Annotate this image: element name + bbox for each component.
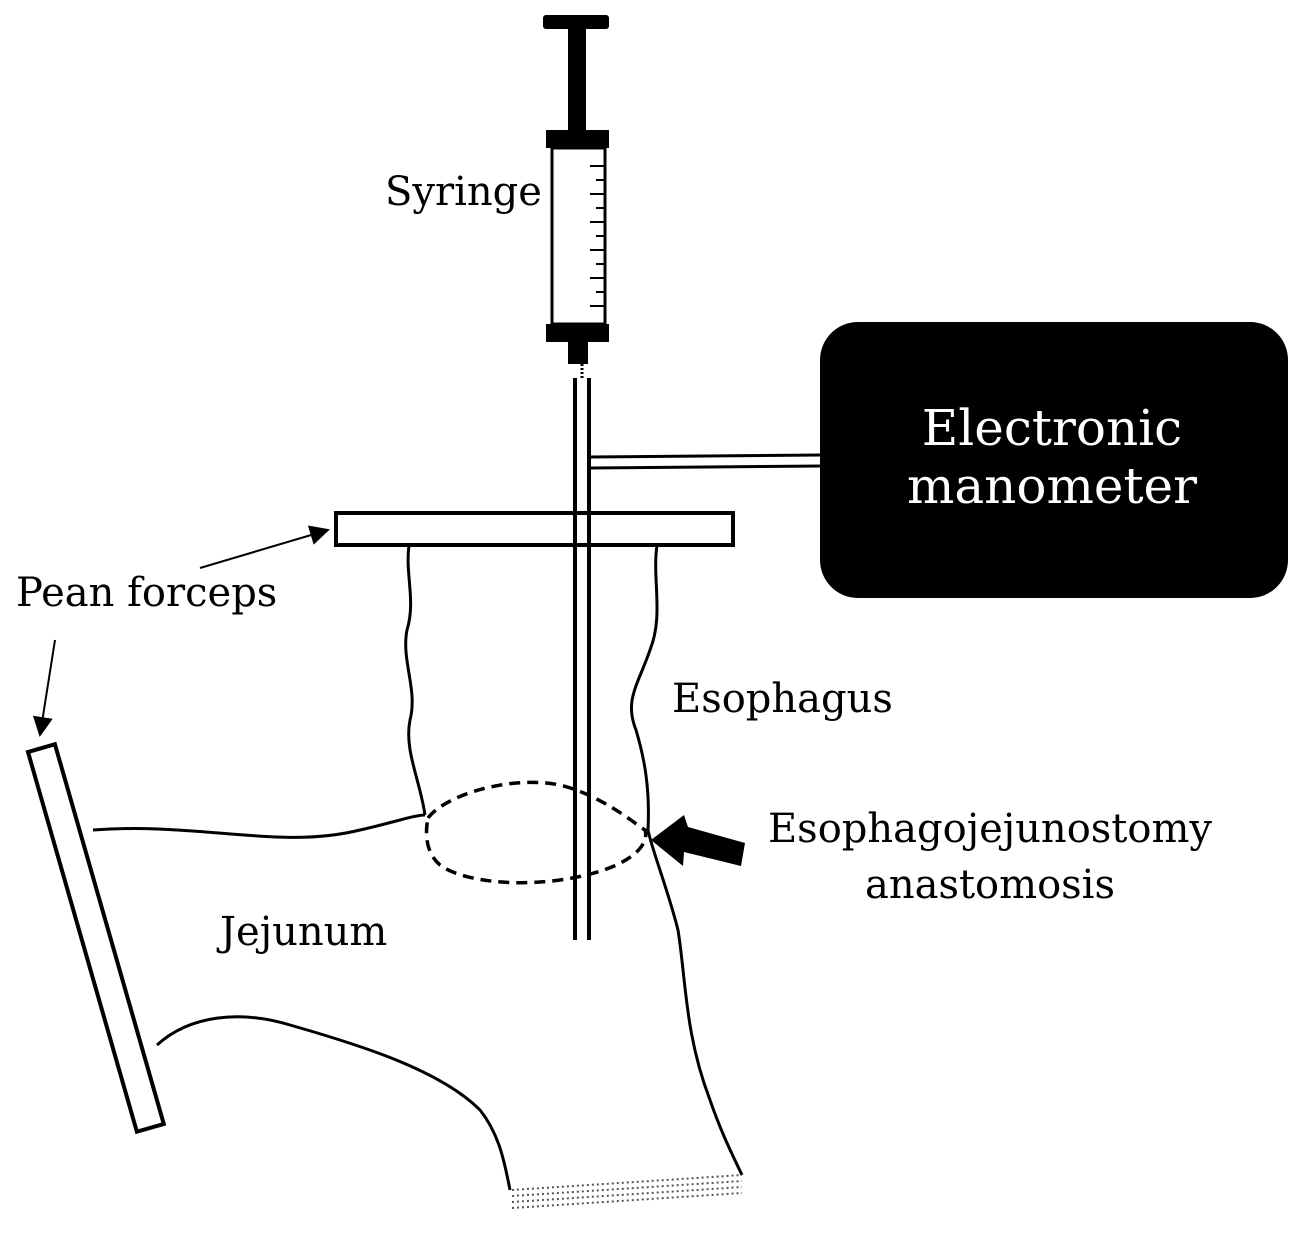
- jejunum-cut-end: [511, 1174, 743, 1209]
- manometer-tube: [588, 453, 823, 470]
- syringe-graduations: [590, 165, 605, 307]
- jejunum-lower-wall: [155, 1015, 512, 1191]
- jejunum-label: Jejunum: [216, 909, 387, 955]
- electronic-manometer-box: [820, 322, 1288, 598]
- jejunum-right-wall: [646, 829, 744, 1176]
- anastomosis-label-line2: anastomosis: [865, 862, 1115, 908]
- syringe-bottom-flange: [546, 324, 609, 342]
- jejunum-upper-wall: [92, 813, 426, 839]
- anastomosis-label-line1: Esophagojejunostomy: [768, 806, 1212, 852]
- syringe-plunger-rod: [568, 28, 586, 130]
- syringe-hub: [568, 342, 588, 364]
- pean-forceps-label: Pean forceps: [16, 570, 277, 616]
- syringe-label: Syringe: [385, 169, 542, 215]
- anastomosis-dashed-ring: [424, 780, 648, 885]
- manometer-label-line1: Electronic: [922, 399, 1182, 457]
- anastomosis-pointer-arrow: [651, 815, 745, 866]
- pean-forceps-lower-clamp: [25, 741, 167, 1135]
- esophagus-label: Esophagus: [672, 676, 893, 722]
- manometer-label-line2: manometer: [907, 457, 1197, 515]
- syringe-plunger-cap: [543, 15, 609, 29]
- pean-forceps-arrow-upper: [199, 525, 330, 569]
- syringe-top-flange: [546, 130, 609, 148]
- esophagus-right-wall: [629, 544, 659, 831]
- syringe: [543, 15, 609, 364]
- catheter-tube: [573, 378, 591, 940]
- esophagus-left-wall: [404, 544, 427, 816]
- pean-forceps-arrow-lower: [32, 639, 56, 737]
- pean-forceps-upper-clamp: [334, 511, 735, 547]
